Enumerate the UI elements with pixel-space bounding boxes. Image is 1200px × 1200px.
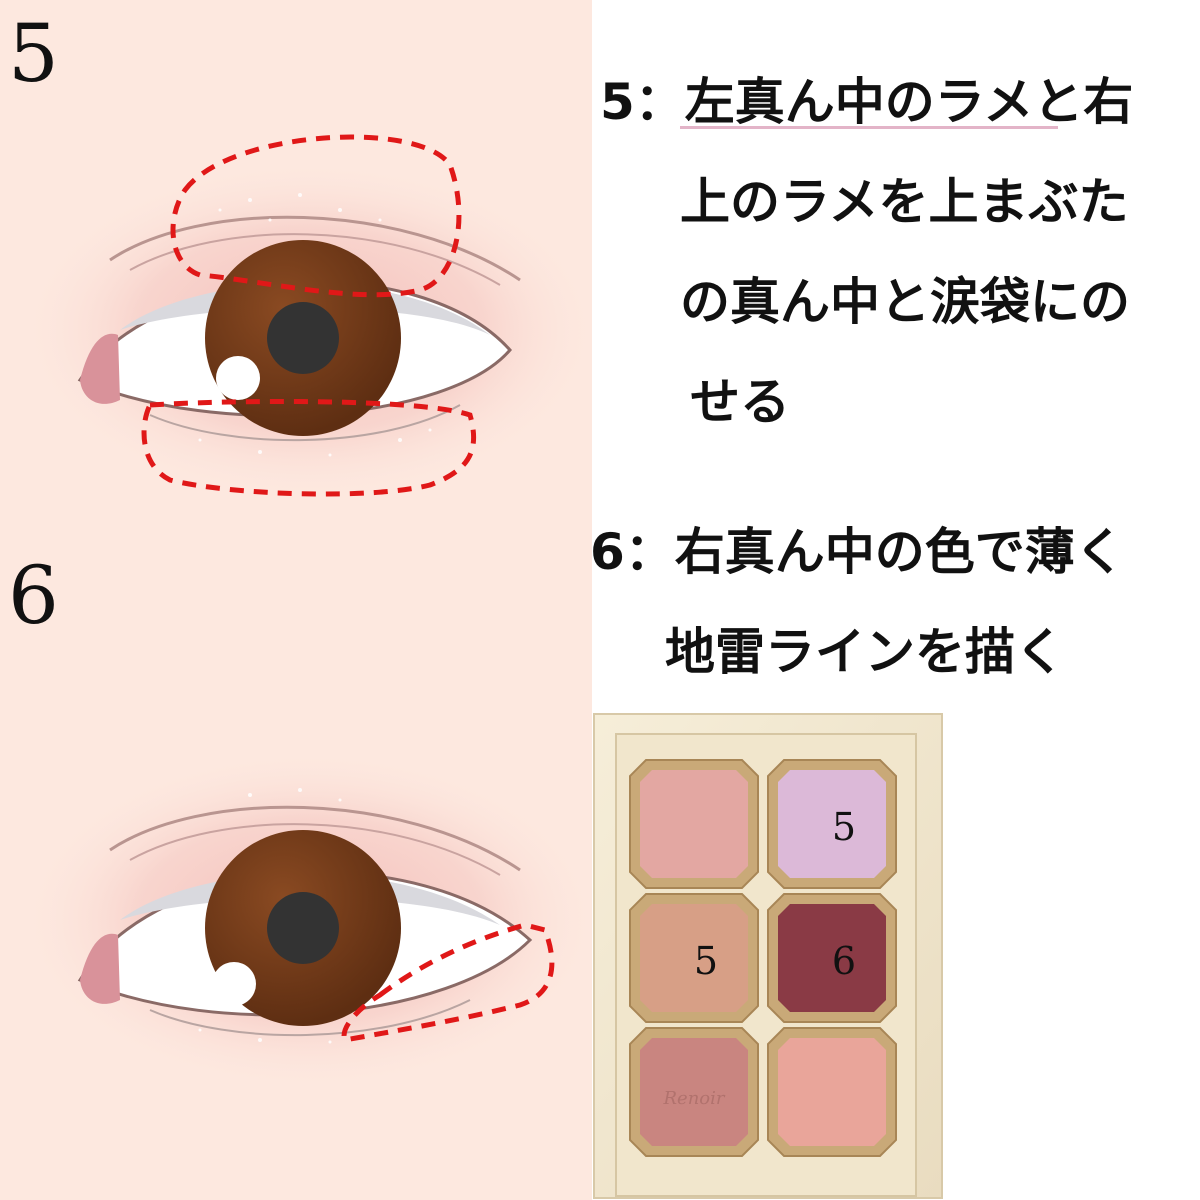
eyeshadow-pan-2 <box>778 770 886 878</box>
step-6-number: 6 <box>8 549 59 642</box>
step-5-prefix: 5： <box>600 73 685 131</box>
pan-label-3: 5 <box>694 939 718 983</box>
highlight-underline <box>680 126 1058 129</box>
eye-illustration-step-6 <box>20 750 592 1090</box>
step-6-instruction: 6：右真ん中の色で薄く 地雷ラインを描く <box>590 502 1125 702</box>
step-5-instruction: 5：左真ん中のラメと右 上のラメを上まぶた の真ん中と涙袋にの せる <box>600 52 1133 452</box>
eyeshadow-pan-6 <box>778 1038 886 1146</box>
eyeshadow-pan-5 <box>640 1038 748 1146</box>
eyeshadow-pan-4 <box>778 904 886 1012</box>
step-6-line-2: 地雷ラインを描く <box>665 623 1065 681</box>
brand-script-logo: Renoir <box>663 1088 726 1109</box>
step-5-line-2: 上のラメを上まぶた <box>680 173 1129 231</box>
eye-illustration-step-5 <box>20 134 592 500</box>
eyeshadow-pan-3 <box>640 904 748 1012</box>
step-5-line-1-text: 左真ん中のラメと右 <box>684 73 1134 131</box>
step-5-number: 5 <box>8 7 59 100</box>
pan-label-4: 6 <box>832 939 856 983</box>
eyeshadow-pan-1 <box>640 770 748 878</box>
step-5-line-3: の真ん中と涙袋にの <box>680 273 1130 331</box>
step-5-line-4: せる <box>690 373 790 431</box>
step-6-line-1: 6：右真ん中の色で薄く <box>590 523 1125 581</box>
pan-label-2: 5 <box>832 805 856 849</box>
step-5-line-1: 5：左真ん中のラメと右 <box>600 52 1133 152</box>
